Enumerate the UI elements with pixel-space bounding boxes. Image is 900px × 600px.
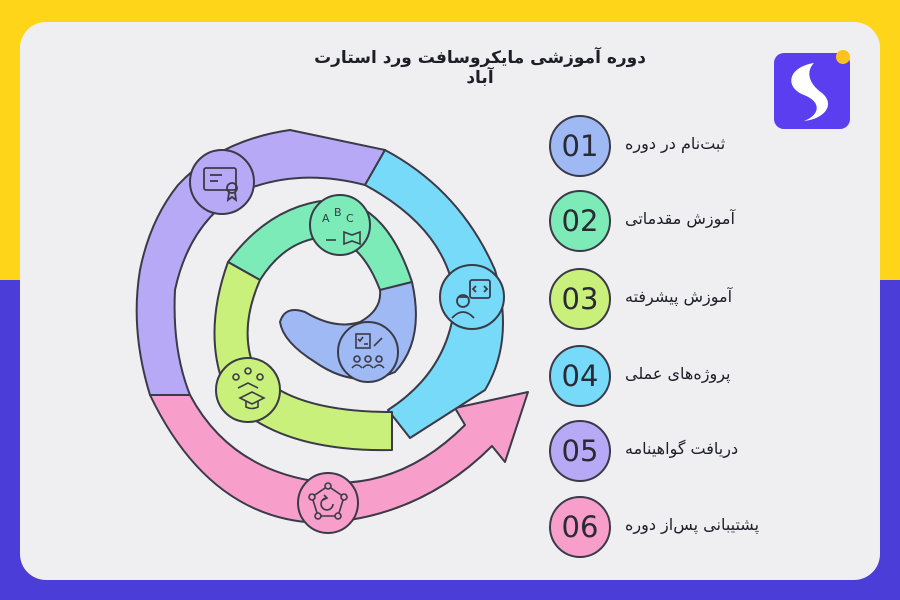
spiral-segment-support <box>149 391 529 524</box>
step-item: 02 آموزش مقدماتی <box>549 190 789 252</box>
svg-text:C: C <box>346 212 354 225</box>
cycle-support-icon <box>308 482 348 520</box>
abc-node <box>309 194 371 256</box>
step-label: آموزش پیشرفته <box>625 287 733 306</box>
abc-book-icon: A B C <box>322 206 361 246</box>
step-item: 05 دریافت گواهینامه <box>549 420 789 482</box>
brand-logo-icon <box>774 53 850 129</box>
step-label: پشتیبانی پس‌از دوره <box>625 515 760 534</box>
step-number-badge: 02 <box>549 190 611 252</box>
developer-node <box>439 264 505 330</box>
step-label: ثبت‌نام در دوره <box>625 134 726 153</box>
page-title: دوره آموزشی مایکروسافت ورد استارت آباد <box>314 48 646 88</box>
certificate-icon <box>203 167 238 202</box>
students-graduation-icon <box>232 367 266 410</box>
team-node <box>337 321 399 383</box>
spiral-segment-projects <box>364 149 504 439</box>
step-number-badge: 04 <box>549 345 611 407</box>
step-number-badge: 01 <box>549 115 611 177</box>
step-number-badge: 06 <box>549 496 611 558</box>
certificate-node <box>189 149 255 215</box>
step-item: 03 آموزش پیشرفته <box>549 268 789 330</box>
step-label: دریافت گواهینامه <box>625 439 739 458</box>
svg-text:A: A <box>322 212 330 225</box>
support-node <box>297 472 359 534</box>
step-label: پروژه‌های عملی <box>625 364 731 383</box>
logo-dot <box>836 50 850 64</box>
developer-code-icon <box>451 279 491 319</box>
team-checklist-icon <box>351 333 385 369</box>
step-item: 01 ثبت‌نام در دوره <box>549 115 789 177</box>
students-node <box>215 357 281 423</box>
step-item: 04 پروژه‌های عملی <box>549 345 789 407</box>
step-number-badge: 05 <box>549 420 611 482</box>
svg-text:B: B <box>334 206 342 219</box>
step-item: 06 پشتیبانی پس‌از دوره <box>549 496 789 558</box>
step-number-badge: 03 <box>549 268 611 330</box>
step-label: آموزش مقدماتی <box>625 209 735 228</box>
